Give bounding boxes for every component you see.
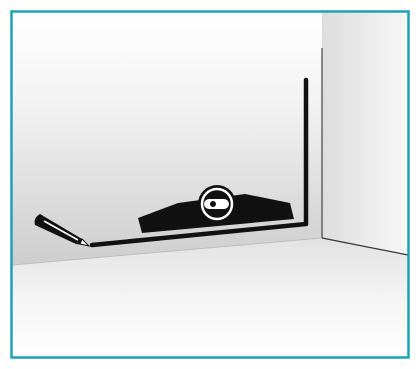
right-wall	[322, 12, 408, 255]
laser-level-icon	[138, 185, 294, 233]
floor-edge-left	[11, 237, 323, 266]
floor	[12, 238, 408, 357]
floor-edge-right	[321, 237, 409, 256]
frame-border	[10, 10, 410, 359]
laser-line	[89, 77, 309, 248]
pencil-icon	[34, 214, 91, 247]
